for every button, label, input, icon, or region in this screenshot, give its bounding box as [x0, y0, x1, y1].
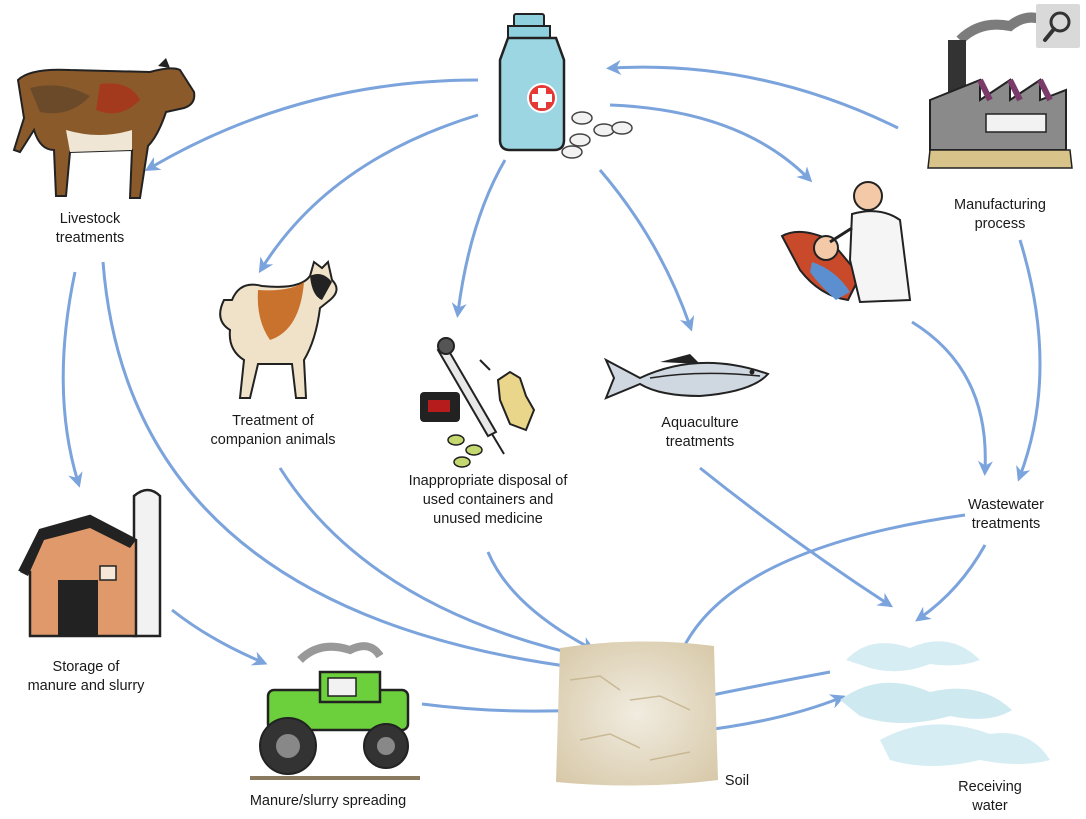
factory-icon: [927, 12, 1073, 169]
arrow-factory-to-wastewater: [1016, 239, 1042, 482]
dog-icon: [219, 260, 338, 399]
zoom-button[interactable]: [1036, 4, 1080, 48]
flow-arrows: [61, 60, 1042, 734]
medicine-bottle-pills-icon: [498, 13, 633, 159]
magnifier-icon: [1043, 11, 1071, 42]
syringe-gloves-waste-icon: [420, 337, 536, 468]
label-companion: Treatment of companion animals: [210, 413, 336, 448]
label-soil: Soil: [724, 773, 750, 789]
cow-icon: [12, 58, 196, 199]
soil-icon: [556, 641, 718, 786]
label-livestock: Livestock treatments: [55, 211, 125, 246]
label-storage: Storage of manure and slurry: [27, 659, 145, 694]
tractor-icon: [250, 642, 420, 780]
arrow-disposal-to-soil: [486, 551, 596, 651]
arrow-bottle-to-livestock: [144, 78, 479, 172]
barn-silo-icon: [18, 488, 162, 638]
arrow-companion-to-soil: [278, 467, 598, 664]
arrow-aquaculture-to-water: [699, 466, 894, 608]
arrow-wastewater-to-soil: [674, 513, 966, 666]
arrow-human-to-wastewater: [911, 320, 993, 476]
arrow-bottle-to-disposal: [451, 159, 507, 318]
arrow-livestock-to-storage: [61, 271, 83, 488]
label-receiving-water: Receiving water: [958, 779, 1022, 814]
label-manufacturing: Manufacturing process: [954, 197, 1046, 232]
arrow-bottle-to-companion: [258, 113, 479, 274]
label-aquaculture: Aquaculture treatments: [661, 415, 739, 450]
arrow-storage-to-spreading: [171, 608, 268, 666]
arrow-bottle-to-human: [609, 103, 813, 183]
arrow-livestock-to-soil: [101, 261, 586, 675]
arrow-wastewater-to-water: [915, 544, 987, 622]
label-disposal: Inappropriate disposal of used container…: [408, 473, 568, 527]
label-spreading: Manure/slurry spreading: [249, 793, 407, 809]
water-wave-icon: [840, 641, 1050, 766]
fish-icon: [603, 354, 770, 400]
arrow-bottle-to-aquaculture: [598, 169, 695, 332]
label-wastewater: Wastewater treatments: [967, 497, 1045, 532]
arrow-spreading-to-soil: [421, 702, 586, 718]
doctor-patient-icon: [780, 181, 912, 304]
arrow-factory-to-bottle: [606, 60, 899, 130]
